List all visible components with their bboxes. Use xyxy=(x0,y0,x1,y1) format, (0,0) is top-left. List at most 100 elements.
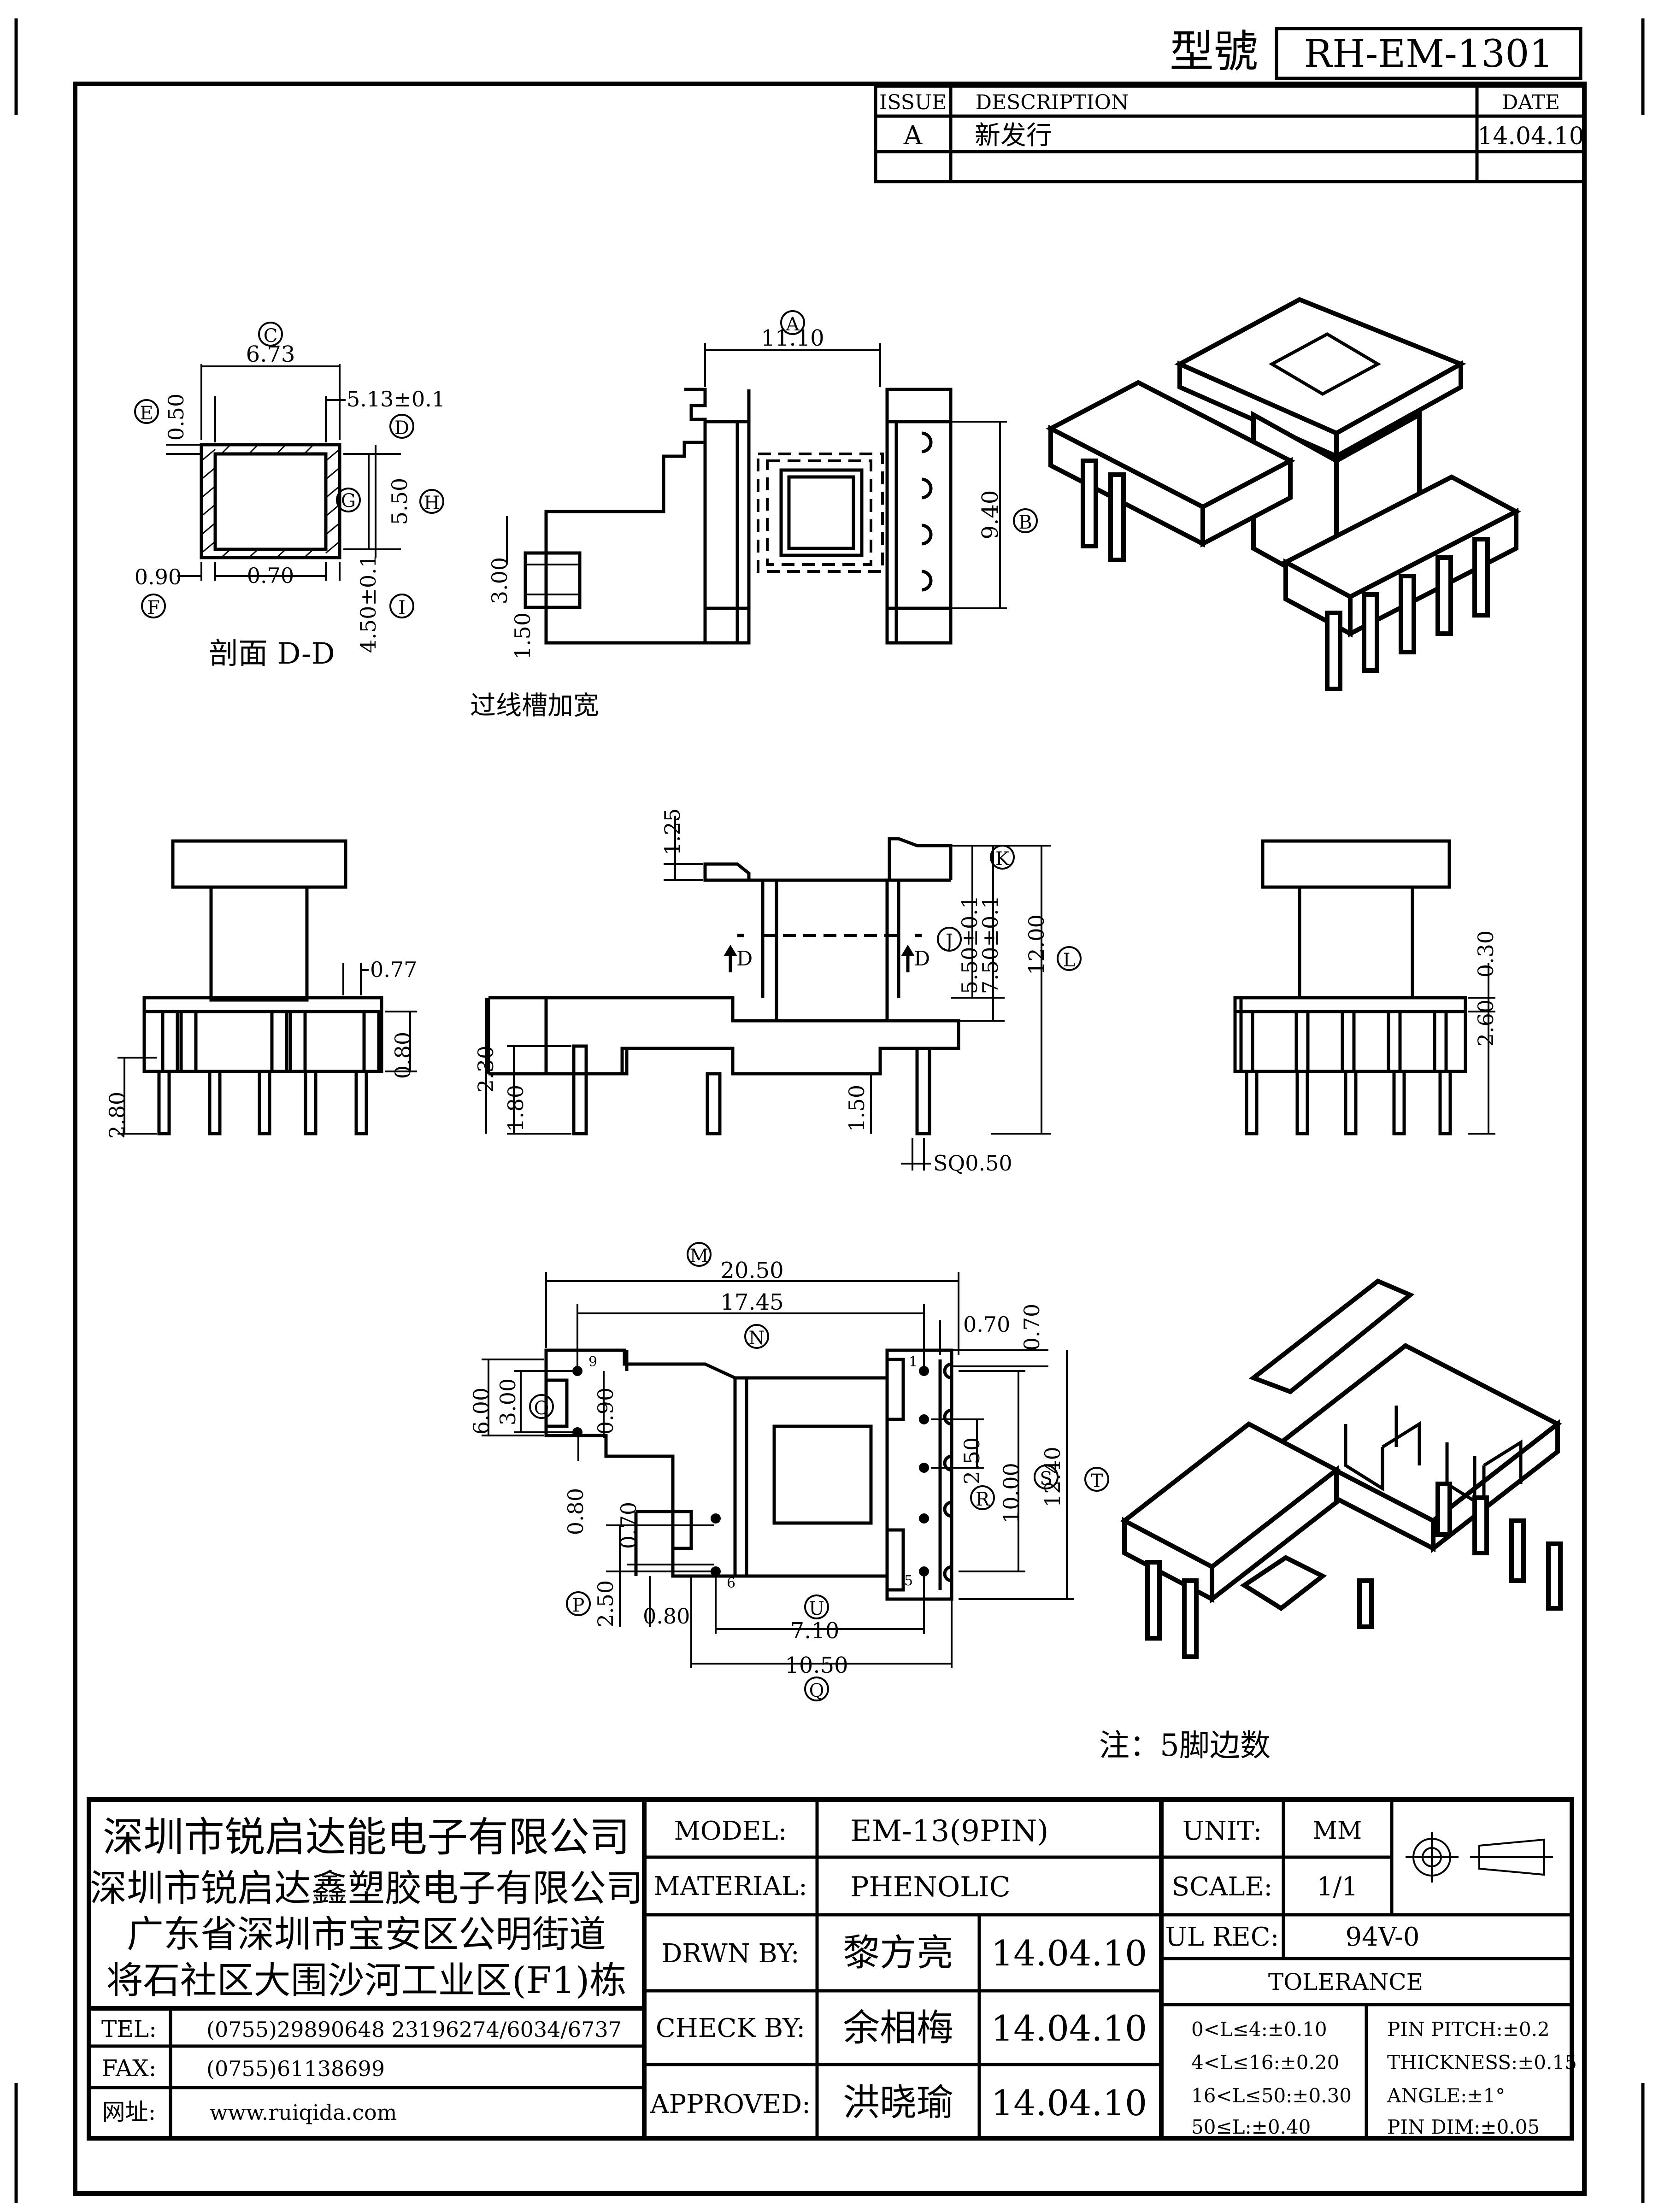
dim-280: 2.80 xyxy=(105,1092,129,1139)
dim-c-label: C xyxy=(264,325,278,347)
check-label: CHECK BY: xyxy=(656,2013,805,2043)
dim-600: 6.00 xyxy=(469,1388,494,1435)
top-view: 11.10 A 9.40 B 3.00 1.50 过线槽加宽 xyxy=(470,310,1038,721)
dim-070-top: 0.70 xyxy=(963,1312,1010,1337)
tel-label: TEL: xyxy=(101,2016,157,2042)
dim-t-label: T xyxy=(1091,1471,1103,1492)
isometric-view-bottom xyxy=(1120,1278,1563,1659)
tolerance-right-3: ANGLE:±1° xyxy=(1387,2084,1505,2107)
dim-u-value: 7.10 xyxy=(790,1618,840,1644)
dim-070-right: 0.70 xyxy=(1019,1304,1044,1351)
dim-s-label: S xyxy=(1040,1468,1052,1489)
dim-p-label: P xyxy=(572,1595,585,1616)
dim-1000: 10.00 xyxy=(999,1463,1024,1524)
dim-180: 1.80 xyxy=(503,1085,528,1132)
dim-550: 5.50±0.1 xyxy=(957,895,982,994)
tolerance-left-4: 50≤L:±0.40 xyxy=(1191,2116,1311,2138)
pin-pads xyxy=(572,1366,929,1577)
dim-h-label: H xyxy=(424,493,440,514)
dim-i-label: I xyxy=(398,597,406,618)
tolerance-right-2: THICKNESS:±0.15 xyxy=(1387,2051,1577,2074)
revision-table: ISSUE DESCRIPTION DATE A 新发行 14.04.10 xyxy=(874,84,1586,183)
tolerance-label: TOLERANCE xyxy=(1268,1969,1423,1995)
fax-value: (0755)61138699 xyxy=(206,2056,385,2081)
dim-080-bottom: 0.80 xyxy=(563,1488,588,1535)
dim-a-label: A xyxy=(786,314,800,335)
scale-label: SCALE: xyxy=(1172,1872,1273,1902)
front-d-left: D xyxy=(736,947,753,971)
tolerance-left-1: 0<L≤4:±0.10 xyxy=(1191,2018,1327,2041)
pin-5-label: 5 xyxy=(904,1573,913,1589)
model-number-label: 型號 xyxy=(1170,26,1258,77)
approved-label: APPROVED: xyxy=(650,2089,811,2119)
dim-250-right: 2.50 xyxy=(959,1437,984,1484)
company-line-1: 深圳市锐启达能电子有限公司 xyxy=(103,1813,630,1861)
dim-080-side: 0.80 xyxy=(390,1032,415,1079)
model-value: EM-13(9PIN) xyxy=(850,1814,1048,1848)
dim-b-label: B xyxy=(1018,512,1032,533)
dim-150-top: 1.50 xyxy=(510,612,535,659)
website-label: 网址: xyxy=(102,2099,156,2125)
front-d-right: D xyxy=(914,947,930,971)
pin-9-label: 9 xyxy=(588,1354,597,1370)
dim-u-label: U xyxy=(809,1598,824,1619)
drawing-frame xyxy=(14,18,1645,2203)
approved-date: 14.04.10 xyxy=(991,2083,1147,2124)
section-label: 剖面 D-D xyxy=(209,637,335,671)
dim-f-label: F xyxy=(147,597,160,618)
dim-1200: 12.00 xyxy=(1024,914,1049,975)
dim-a-value: 11.10 xyxy=(761,325,824,351)
model-label: MODEL: xyxy=(674,1816,787,1846)
revision-header-date: DATE xyxy=(1502,91,1560,114)
dim-150-front: 1.50 xyxy=(844,1085,869,1132)
tolerance-left-2: 4<L≤16:±0.20 xyxy=(1191,2051,1339,2074)
pin-6-label: 6 xyxy=(727,1575,735,1591)
dim-j-label: J xyxy=(944,930,953,952)
drawn-label: DRWN BY: xyxy=(661,1939,799,1969)
title-block: 深圳市锐启达能电子有限公司 深圳市锐启达鑫塑胶电子有限公司 广东省深圳市宝安区公… xyxy=(87,1797,1577,2141)
dim-r-label: R xyxy=(976,1489,990,1510)
dim-230: 2.30 xyxy=(473,1046,498,1093)
section-view-d-d: 6.73 C 5.13±0.1 D 0.50 E G 5.50 H 0.90 F… xyxy=(134,322,445,671)
projection-symbol-icon xyxy=(1406,1832,1553,1883)
dim-g-label: G xyxy=(341,490,356,512)
dim-b-value: 9.40 xyxy=(977,490,1003,540)
dim-d-label: D xyxy=(394,418,409,439)
dim-080-bottom-left: 0.80 xyxy=(643,1604,690,1629)
material-value: PHENOLIC xyxy=(850,1871,1011,1903)
dim-260: 2.60 xyxy=(1473,1000,1498,1047)
pin-1-label: 1 xyxy=(909,1354,918,1370)
scale-value: 1/1 xyxy=(1317,1872,1358,1902)
fax-label: FAX: xyxy=(102,2055,157,2082)
revision-row-date: 14.04.10 xyxy=(1477,123,1584,150)
unit-value: MM xyxy=(1313,1817,1362,1845)
dim-125: 1.25 xyxy=(660,808,685,855)
model-number-header: 型號 RH-EM-1301 xyxy=(1170,26,1583,80)
bottom-view: 9 6 1 5 20.50 M 17.45 N 0.70 0.70 6.00 3… xyxy=(469,1242,1109,1701)
dim-m-value: 20.50 xyxy=(720,1258,783,1283)
pin-count-note: 注：5脚边数 xyxy=(1099,1728,1271,1763)
drawn-name: 黎方亮 xyxy=(843,1931,953,1974)
revision-header-issue: ISSUE xyxy=(879,91,947,114)
dim-n-value: 17.45 xyxy=(720,1289,783,1315)
check-name: 余相梅 xyxy=(843,2006,953,2049)
material-label: MATERIAL: xyxy=(653,1871,807,1901)
left-side-view: 0.77 0.80 2.80 xyxy=(105,839,417,1139)
revision-row-description: 新发行 xyxy=(975,121,1052,151)
revision-row-issue: A xyxy=(903,121,923,151)
drawn-date: 14.04.10 xyxy=(991,1933,1147,1974)
dim-077: 0.77 xyxy=(370,957,417,982)
slot-note: 过线槽加宽 xyxy=(470,691,599,721)
dim-750: 7.50±0.1 xyxy=(978,895,1003,994)
dim-i-value: 4.50±0.1 xyxy=(356,554,381,653)
tolerance-left-3: 16<L≤50:±0.30 xyxy=(1191,2084,1352,2107)
right-side-view: 0.30 2.60 xyxy=(1233,839,1498,1135)
dim-090: 0.90 xyxy=(593,1388,618,1435)
company-line-4: 将石社区大围沙河工业区(F1)栋 xyxy=(106,1959,627,2002)
ul-label: UL REC: xyxy=(1165,1922,1279,1952)
unit-label: UNIT: xyxy=(1182,1816,1262,1846)
tolerance-right-1: PIN PITCH:±0.2 xyxy=(1387,2018,1550,2041)
dim-h-value: 5.50 xyxy=(387,478,412,525)
dim-q-label: Q xyxy=(809,1680,824,1701)
